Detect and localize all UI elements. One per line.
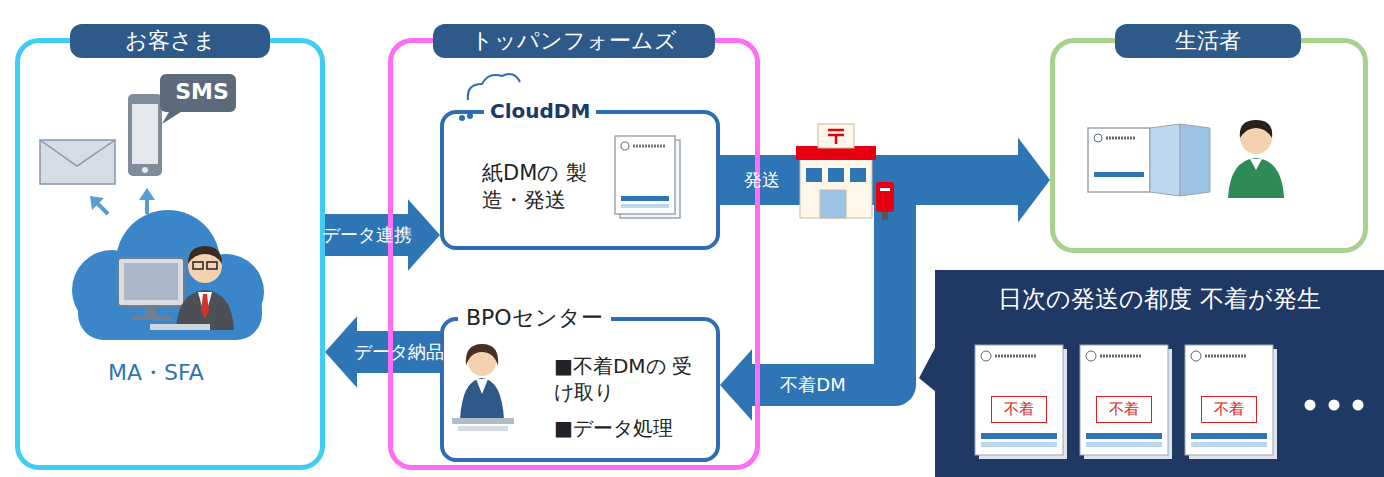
- group-header: トッパンフォームズ: [433, 24, 715, 58]
- stamp-label: 不着: [1096, 396, 1152, 423]
- box-body: ■データ処理: [554, 415, 673, 441]
- stamp-label: 不着: [991, 396, 1047, 423]
- callout-ground: [919, 270, 1384, 477]
- post-office-icon: [796, 124, 894, 220]
- box-heading: BPOセンター: [458, 304, 611, 333]
- logo-cloud: [468, 74, 520, 100]
- dm-card-icon: [615, 136, 680, 218]
- group-panel: トッパンフォームズCloudDM紙DMの 製造・発送BPOセンター■不着DMの …: [388, 38, 760, 470]
- envelope-icon: [40, 140, 115, 184]
- process-box: CloudDM紙DMの 製造・発送: [440, 110, 720, 250]
- flow-arrow: [325, 199, 440, 270]
- logo-people: [459, 113, 473, 121]
- flow-arrow: [325, 316, 440, 387]
- box-body: ■不着DMの 受け取り: [554, 353, 694, 405]
- arrow-head: [720, 349, 752, 420]
- bpo-operator-icon: [452, 344, 514, 431]
- undelivered-cards: [975, 345, 1364, 459]
- arrow-body: [325, 214, 408, 256]
- callout-text: 日次の発送の都度 不着が発生: [935, 284, 1384, 315]
- cloud-icon: [72, 210, 264, 340]
- arrow-label: 発送: [744, 169, 780, 191]
- consumer-icon: [1088, 120, 1284, 198]
- arrow-label: データ連携: [322, 224, 412, 246]
- phone-icon: [128, 94, 162, 176]
- logo-text: CloudDM: [484, 98, 596, 124]
- small-arrows: [90, 188, 155, 214]
- operator-icon: [118, 246, 234, 330]
- callout-box: 日次の発送の都度 不着が発生: [935, 270, 1384, 477]
- stamp-label: 不着: [1201, 396, 1257, 423]
- sms-label: SMS: [168, 79, 236, 104]
- arrow-label: 不着DM: [780, 374, 845, 396]
- group-header: お客さま: [70, 24, 270, 58]
- box-body: 紙DMの 製造・発送: [482, 160, 600, 215]
- group-panel: お客さまMA・SFA: [15, 38, 325, 470]
- system-label: MA・SFA: [108, 359, 204, 388]
- arrow-head: [408, 199, 440, 270]
- arrow-body: [357, 331, 440, 373]
- arrow-label: データ納品: [354, 341, 444, 363]
- sms-bubble: [160, 74, 236, 124]
- group-panel: 生活者: [1050, 38, 1368, 253]
- group-header: 生活者: [1115, 24, 1301, 58]
- arrow-head: [1018, 138, 1050, 223]
- process-box: BPOセンター■不着DMの 受け取り■データ処理: [440, 317, 720, 462]
- arrow-head: [325, 316, 357, 387]
